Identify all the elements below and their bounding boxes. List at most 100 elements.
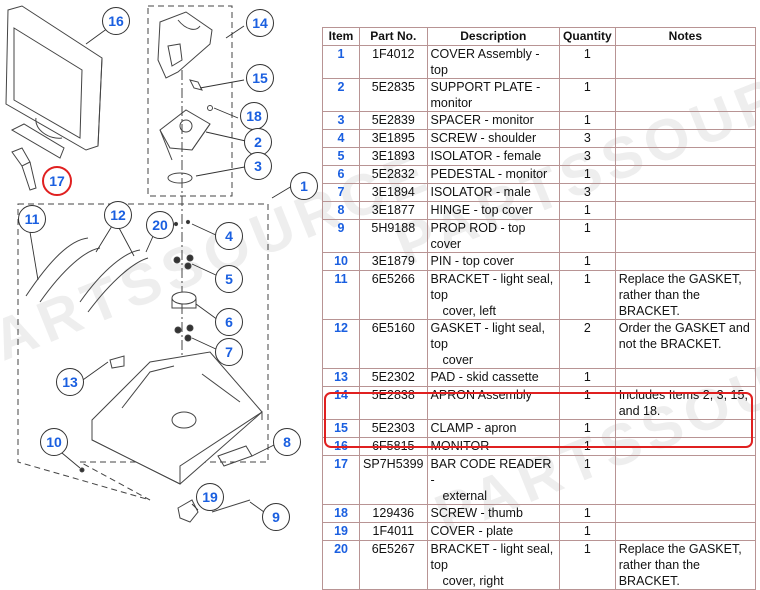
header-notes: Notes (614, 27, 757, 46)
barcode-reader-drawing (11, 147, 37, 191)
callout-6[interactable]: 6 (215, 308, 243, 336)
notes (614, 437, 757, 456)
callout-12[interactable]: 12 (104, 201, 132, 229)
item-number-link[interactable]: 10 (321, 252, 361, 271)
callout-20[interactable]: 20 (146, 211, 174, 239)
item-number-link[interactable]: 6 (321, 165, 361, 184)
quantity: 1 (559, 45, 616, 79)
callout-7[interactable]: 7 (215, 338, 243, 366)
quantity: 1 (559, 201, 616, 220)
item-number-link[interactable]: 11 (321, 270, 361, 320)
description-line-1: ISOLATOR - female (430, 149, 542, 163)
item-number-link[interactable]: 12 (321, 319, 361, 369)
notes (614, 147, 757, 166)
description-line-1: GASKET - light seal, top (430, 321, 545, 351)
description-line-1: PIN - top cover (430, 254, 514, 268)
description-line-1: MONITOR (430, 439, 490, 453)
quantity: 1 (559, 455, 616, 505)
description: SPACER - monitor (426, 111, 561, 130)
monitor-drawing (5, 5, 103, 159)
quantity: 1 (559, 419, 616, 438)
callout-1[interactable]: 1 (290, 172, 318, 200)
description-line-1: BRACKET - light seal, top (430, 272, 554, 302)
item-number-link[interactable]: 9 (321, 219, 361, 253)
item-number-link[interactable]: 16 (321, 437, 361, 456)
item-number-link[interactable]: 4 (321, 129, 361, 148)
item-number-link[interactable]: 5 (321, 147, 361, 166)
part-number: 6E5160 (359, 319, 428, 369)
item-number-link[interactable]: 8 (321, 201, 361, 220)
callout-5[interactable]: 5 (215, 265, 243, 293)
callout-18[interactable]: 18 (240, 102, 268, 130)
part-number: 5H9188 (359, 219, 428, 253)
item-number-link[interactable]: 15 (321, 419, 361, 438)
item-number-link[interactable]: 17 (321, 455, 361, 505)
notes: Includes Items 2, 3, 15, and 18. (614, 386, 757, 420)
quantity: 2 (559, 319, 616, 369)
part-number: 5E2839 (359, 111, 428, 130)
item-number-link[interactable]: 7 (321, 183, 361, 202)
callout-15[interactable]: 15 (246, 64, 274, 92)
notes (614, 45, 757, 79)
description: MONITOR (426, 437, 561, 456)
item-number-link[interactable]: 1 (321, 45, 361, 79)
notes: Replace the GASKET, rather than the BRAC… (614, 540, 757, 590)
part-number: 6F5815 (359, 437, 428, 456)
quantity: 3 (559, 129, 616, 148)
callout-8[interactable]: 8 (273, 428, 301, 456)
part-number: 6E5267 (359, 540, 428, 590)
description-line-1: PAD - skid cassette (430, 370, 539, 384)
item-number-link[interactable]: 14 (321, 386, 361, 420)
quantity: 3 (559, 147, 616, 166)
description-line-1: ISOLATOR - male (430, 185, 531, 199)
parts-table: Item Part No. Description Quantity Notes… (321, 27, 757, 590)
quantity: 1 (559, 165, 616, 184)
description-line-1: APRON Assembly (430, 388, 532, 402)
callout-14[interactable]: 14 (246, 9, 274, 37)
description: CLAMP - apron (426, 419, 561, 438)
item-number-link[interactable]: 2 (321, 78, 361, 112)
notes (614, 78, 757, 112)
part-number: 5E2303 (359, 419, 428, 438)
quantity: 3 (559, 183, 616, 202)
callout-17[interactable]: 17 (42, 166, 72, 196)
description-line-1: PEDESTAL - monitor (430, 167, 548, 181)
callout-4[interactable]: 4 (215, 222, 243, 250)
callout-3[interactable]: 3 (244, 152, 272, 180)
description-line-1: COVER Assembly - top (430, 47, 540, 77)
callout-10[interactable]: 10 (40, 428, 68, 456)
item-number-link[interactable]: 13 (321, 368, 361, 387)
description-line-1: HINGE - top cover (430, 203, 533, 217)
item-number-link[interactable]: 18 (321, 504, 361, 523)
callout-9[interactable]: 9 (262, 503, 290, 531)
callout-11[interactable]: 11 (18, 205, 46, 233)
item-number-link[interactable]: 20 (321, 540, 361, 590)
callout-16[interactable]: 16 (102, 7, 130, 35)
callout-19[interactable]: 19 (196, 483, 224, 511)
notes (614, 368, 757, 387)
callout-13[interactable]: 13 (56, 368, 84, 396)
item-number-link[interactable]: 3 (321, 111, 361, 130)
description: SCREW - shoulder (426, 129, 561, 148)
description: PIN - top cover (426, 252, 561, 271)
